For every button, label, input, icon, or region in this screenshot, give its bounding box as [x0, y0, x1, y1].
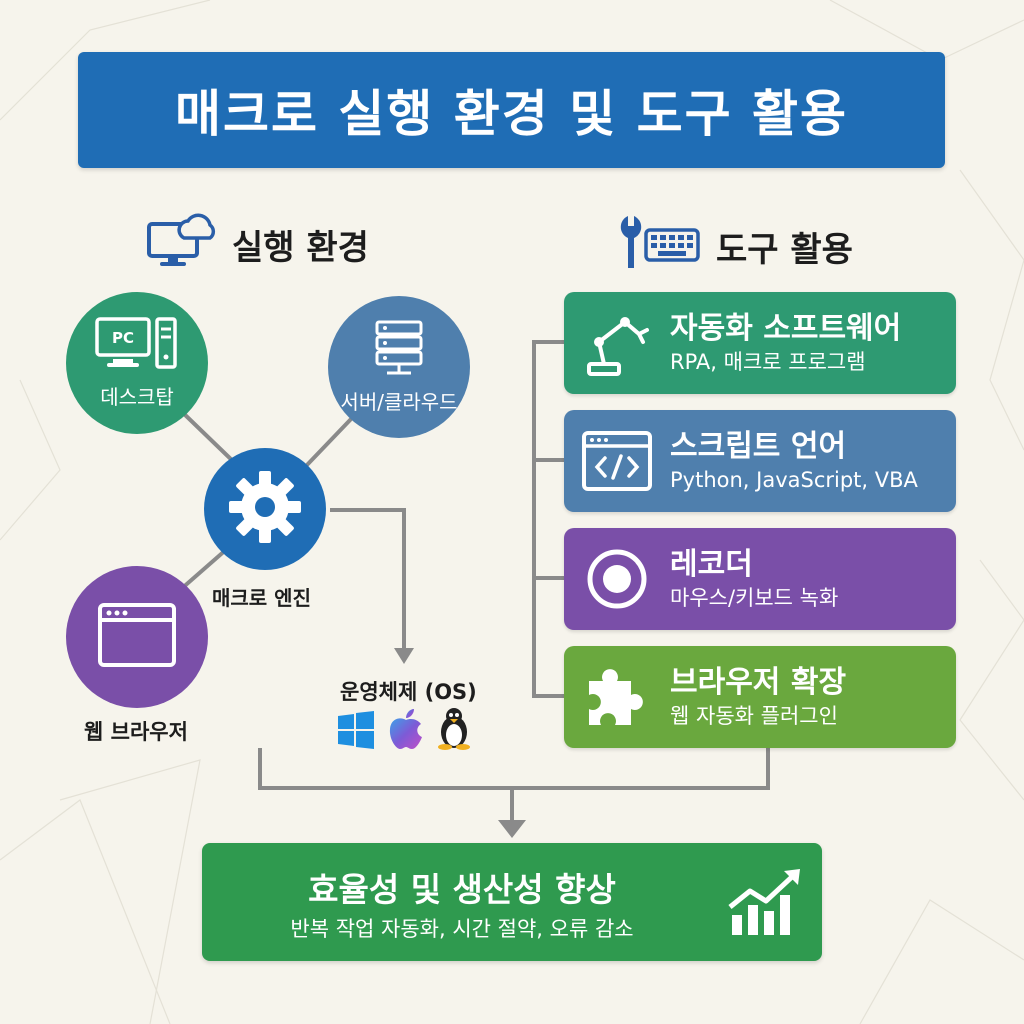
gear-icon — [225, 467, 305, 551]
card-subtitle: Python, JavaScript, VBA — [670, 468, 918, 492]
browser-node — [66, 566, 208, 708]
card-title: 스크립트 언어 — [670, 429, 847, 464]
card-subtitle: 마우스/키보드 녹화 — [670, 586, 839, 610]
macro-engine-node — [204, 448, 326, 570]
windows-icon — [336, 710, 376, 754]
monitor-cloud-icon — [146, 212, 218, 277]
card-title: 레코더 — [670, 547, 753, 582]
apple-icon — [388, 708, 424, 754]
result-title: 효율성 및 생산성 향상 — [308, 870, 616, 909]
tool-card-automation-software[interactable]: 자동화 소프트웨어 RPA, 매크로 프로그램 — [564, 292, 956, 394]
server-label: 서버/클라우드 — [340, 389, 458, 414]
desktop-label: 데스크탑 — [100, 384, 174, 409]
tool-card-script-language[interactable]: 스크립트 언어 Python, JavaScript, VBA — [564, 410, 956, 512]
browser-label: 웹 브라우저 — [84, 720, 188, 744]
browser-window-icon — [97, 602, 177, 672]
robot-arm-icon — [564, 308, 670, 378]
tool-card-recorder[interactable]: 레코더 마우스/키보드 녹화 — [564, 528, 956, 630]
tools-heading-label: 도구 활용 — [716, 230, 853, 270]
result-subtitle: 반복 작업 자동화, 시간 절약, 오류 감소 — [290, 917, 634, 941]
result-box: 효율성 및 생산성 향상 반복 작업 자동화, 시간 절약, 오류 감소 — [202, 843, 822, 961]
puzzle-icon — [564, 661, 670, 733]
growth-chart-icon — [728, 867, 802, 941]
server-stack-icon — [373, 320, 425, 380]
record-icon — [564, 547, 670, 611]
server-node: 서버/클라우드 — [328, 296, 470, 438]
card-subtitle: RPA, 매크로 프로그램 — [670, 350, 866, 374]
env-section-heading: 실행 환경 — [146, 212, 369, 277]
pc-monitor-icon: PC — [95, 316, 179, 375]
os-label: 운영체제 (OS) — [340, 680, 477, 704]
desktop-node: PC 데스크탑 — [66, 292, 208, 434]
wrench-keyboard-icon — [618, 212, 702, 281]
card-subtitle: 웹 자동화 플러그인 — [670, 704, 838, 728]
tools-section-heading: 도구 활용 — [618, 212, 853, 281]
os-icon-group — [336, 706, 472, 754]
card-title: 자동화 소프트웨어 — [670, 311, 902, 346]
card-title: 브라우저 확장 — [670, 665, 847, 700]
tool-card-browser-extension[interactable]: 브라우저 확장 웹 자동화 플러그인 — [564, 646, 956, 748]
pc-icon-text: PC — [112, 329, 134, 347]
code-window-icon — [564, 430, 670, 492]
page-title: 매크로 실행 환경 및 도구 활용 — [78, 52, 945, 168]
macro-engine-label: 매크로 엔진 — [212, 586, 311, 610]
linux-icon — [436, 706, 472, 754]
env-heading-label: 실행 환경 — [232, 228, 369, 268]
